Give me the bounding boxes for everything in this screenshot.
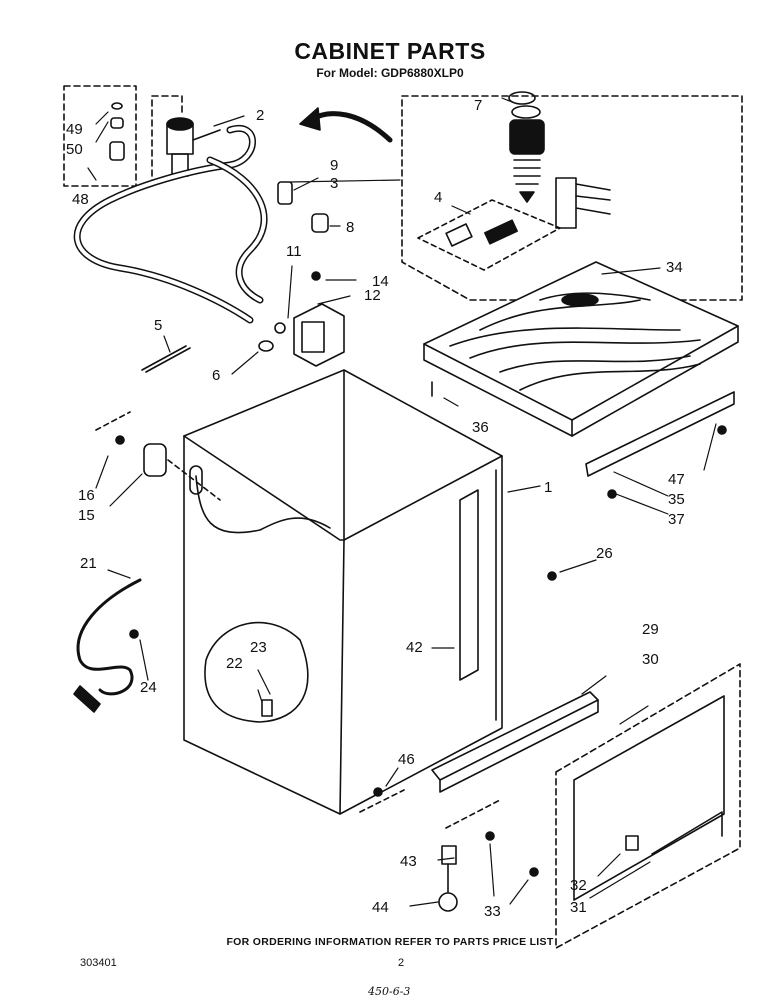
callout-16: 16 <box>78 487 95 504</box>
access-panel <box>204 621 309 723</box>
inset-box-48 <box>63 85 137 187</box>
callout-32: 32 <box>570 877 587 894</box>
fitting-9 <box>277 181 293 205</box>
screen-50 <box>110 117 124 129</box>
callout-42: 42 <box>406 639 423 656</box>
callout-33: 33 <box>484 903 501 920</box>
callout-9: 9 <box>330 157 338 174</box>
callout-47: 47 <box>668 471 685 488</box>
callout-21: 21 <box>80 555 97 572</box>
bracket-5 <box>141 345 191 373</box>
callout-30: 30 <box>642 651 659 668</box>
screw-37 <box>607 489 617 499</box>
hose-coupling-6 <box>258 340 274 352</box>
base-rail-29 <box>431 691 599 793</box>
callout-2: 2 <box>256 107 264 124</box>
callout-49: 49 <box>66 121 83 138</box>
callout-4: 4 <box>434 189 442 206</box>
callout-34: 34 <box>666 259 683 276</box>
callout-31: 31 <box>570 899 587 916</box>
callout-6: 6 <box>212 367 220 384</box>
ordering-info-footer: FOR ORDERING INFORMATION REFER TO PARTS … <box>226 936 554 948</box>
direction-arrow <box>307 111 393 143</box>
screw-24 <box>129 629 139 639</box>
o-ring-7 <box>508 91 536 105</box>
callout-15: 15 <box>78 507 95 524</box>
callout-50: 50 <box>66 141 83 158</box>
callout-3: 3 <box>330 175 338 192</box>
hose-loop <box>206 156 268 304</box>
bracket-31 <box>651 811 723 855</box>
callout-24: 24 <box>140 679 157 696</box>
screw-26 <box>547 571 557 581</box>
callout-43: 43 <box>400 853 417 870</box>
callout-23: 23 <box>250 639 267 656</box>
callout-5: 5 <box>154 317 162 334</box>
page-number: 2 <box>398 957 405 969</box>
grommet-8 <box>311 213 329 233</box>
clip-32 <box>625 835 639 851</box>
terminal-block-12 <box>274 303 345 367</box>
screw-14 <box>311 271 321 281</box>
page-title: CABINET PARTS <box>294 38 486 64</box>
callout-11: 11 <box>286 243 302 260</box>
part-number: 303401 <box>80 957 117 969</box>
inset-box-30 <box>555 663 741 949</box>
leaders <box>87 97 717 907</box>
callout-22: 22 <box>226 655 243 672</box>
washer-49 <box>111 102 123 110</box>
plug <box>73 685 101 713</box>
callout-14: 14 <box>372 273 389 290</box>
strain-relief-15 <box>143 443 167 477</box>
callout-36: 36 <box>472 419 489 436</box>
callout-35: 35 <box>668 491 685 508</box>
callout-12: 12 <box>364 287 381 304</box>
screw-47 <box>717 425 727 435</box>
callout-48: 48 <box>72 191 89 208</box>
power-cord-21 <box>76 578 142 696</box>
valve-small <box>109 141 125 161</box>
caster-44 <box>438 892 458 912</box>
screw-46 <box>373 787 383 797</box>
valve-4 <box>445 223 473 247</box>
fill-valve-2 <box>166 117 221 177</box>
screw-33 <box>485 831 495 841</box>
inset-box-3 <box>401 95 743 301</box>
rail-35 <box>585 391 735 477</box>
callout-1: 1 <box>544 479 552 496</box>
callout-29: 29 <box>642 621 659 638</box>
cabinet-1 <box>183 369 503 815</box>
countertop-34 <box>423 261 739 437</box>
callout-8: 8 <box>346 219 354 236</box>
valve-body-3 <box>555 177 611 229</box>
handwritten-note: 450-6-3 <box>368 985 411 998</box>
pump-housing <box>509 119 545 203</box>
callout-26: 26 <box>596 545 613 562</box>
callout-numbers: 1 2 3 4 5 6 7 8 9 11 12 14 15 16 21 22 2… <box>66 97 685 920</box>
fill-hose-6 <box>73 124 256 324</box>
screw-16 <box>115 435 125 445</box>
toe-panel-30 <box>573 695 725 901</box>
callout-7: 7 <box>474 97 482 114</box>
callout-44: 44 <box>372 899 389 916</box>
model-subtitle: For Model: GDP6880XLP0 <box>316 66 464 80</box>
clip-22 <box>261 699 273 717</box>
leg-43 <box>441 845 457 865</box>
callout-37: 37 <box>668 511 685 528</box>
screw-33b <box>529 867 539 877</box>
callout-46: 46 <box>398 751 415 768</box>
valve-bracket-line <box>151 95 183 187</box>
